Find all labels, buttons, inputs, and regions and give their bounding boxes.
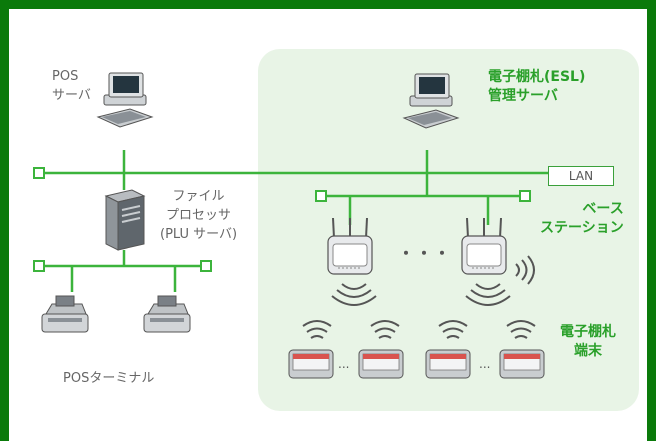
pos-terminal-icon	[143, 295, 191, 333]
esl-tag-icon	[358, 349, 404, 379]
lan-end-nodes	[33, 167, 531, 272]
computer-icon	[403, 73, 459, 129]
access-point-icon	[461, 217, 507, 275]
esl-server-label: 電子棚札(ESL) 管理サーバ	[488, 69, 586, 104]
wifi-signal-icon	[331, 283, 377, 306]
wifi-signal-icon	[465, 283, 511, 306]
wifi-signal-icon	[302, 320, 332, 339]
esl-tag-icon	[499, 349, 545, 379]
wifi-signal-icon	[506, 320, 536, 339]
lan-label: LAN	[548, 166, 614, 186]
stations-ellipsis: ・・・	[398, 244, 453, 263]
pos-terminal-icon	[41, 295, 89, 333]
lan-lines	[40, 150, 548, 292]
wifi-signal-icon	[438, 320, 468, 339]
pos-terminal-label: POSターミナル	[63, 371, 155, 386]
esl-tag-icon	[425, 349, 471, 379]
wifi-signal-icon	[370, 320, 400, 339]
esl-tag-icon	[288, 349, 334, 379]
access-point-icon	[327, 217, 373, 275]
pos-server-label: POS サーバ	[52, 69, 91, 103]
computer-icon	[97, 72, 153, 128]
wifi-signal-icon	[515, 255, 535, 285]
base-station-label: ベース ステーション	[540, 201, 624, 236]
server-tower-icon	[104, 189, 146, 251]
tags-ellipsis-2: ...	[479, 357, 491, 371]
file-processor-label: ファイル プロセッサ (PLU サーバ)	[160, 189, 238, 242]
tags-ellipsis-1: ...	[338, 357, 350, 371]
esl-terminal-label: 電子棚札 端末	[560, 324, 616, 359]
